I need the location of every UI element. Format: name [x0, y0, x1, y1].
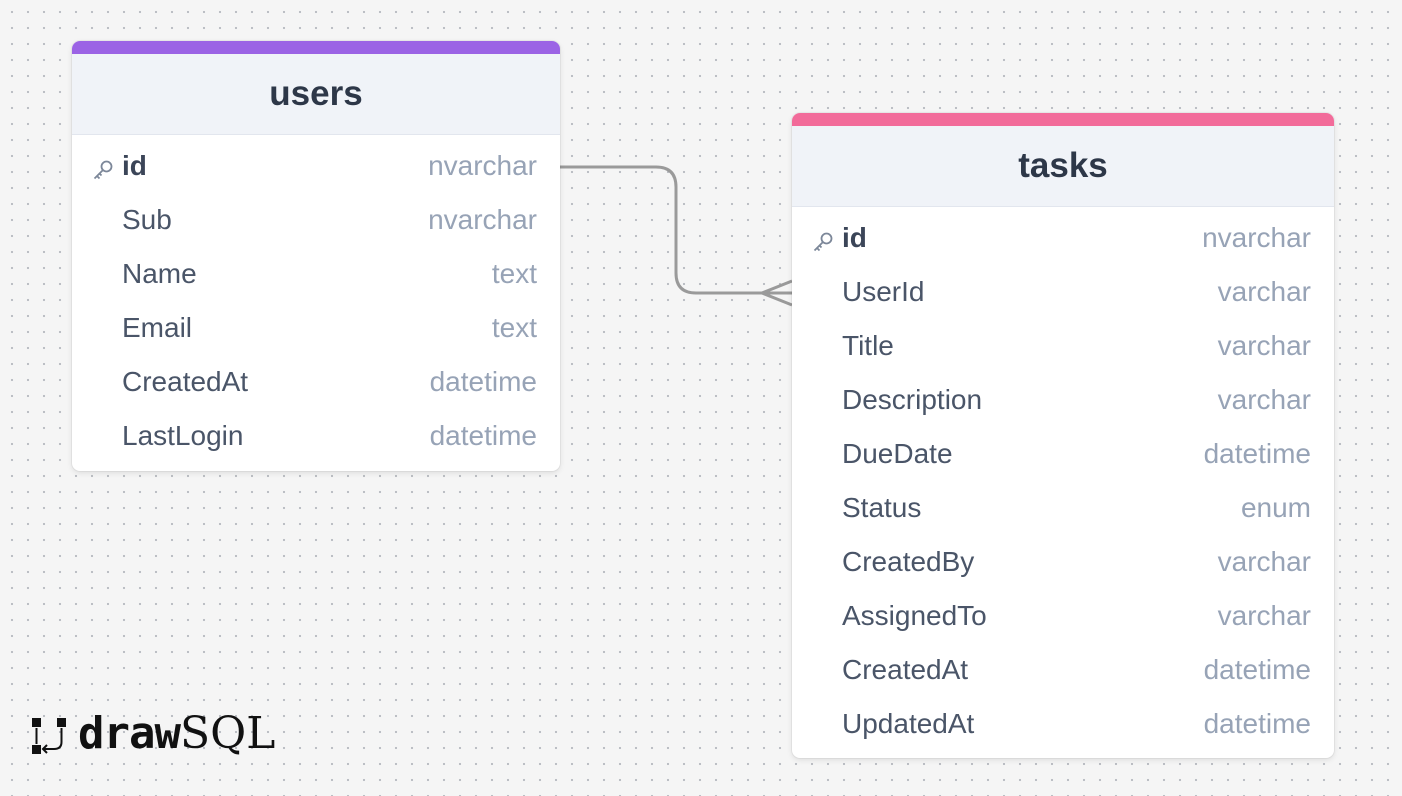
- column-row-users-email[interactable]: Email text: [72, 301, 560, 355]
- column-name: CreatedAt: [842, 654, 969, 685]
- column-type: text: [491, 312, 537, 343]
- column-type: datetime: [1203, 438, 1311, 469]
- table-accent-bar: [792, 113, 1334, 126]
- relationship-line-users-tasks[interactable]: [560, 165, 792, 295]
- crows-foot-many-icon: [761, 279, 793, 307]
- column-name: UpdatedAt: [842, 708, 975, 739]
- column-row-tasks-title[interactable]: Title varchar: [792, 319, 1334, 373]
- column-row-tasks-description[interactable]: Description varchar: [792, 373, 1334, 427]
- column-row-tasks-userid[interactable]: UserId varchar: [792, 265, 1334, 319]
- column-row-users-sub[interactable]: Sub nvarchar: [72, 193, 560, 247]
- primary-key-icon: [92, 156, 114, 180]
- column-row-tasks-duedate[interactable]: DueDate datetime: [792, 427, 1334, 481]
- column-type: nvarchar: [428, 204, 537, 235]
- column-row-users-id[interactable]: id nvarchar: [72, 139, 560, 193]
- column-name: id: [842, 222, 867, 253]
- column-name: AssignedTo: [842, 600, 987, 631]
- column-name: Name: [122, 258, 197, 289]
- column-name: LastLogin: [122, 420, 244, 451]
- column-row-users-name[interactable]: Name text: [72, 247, 560, 301]
- column-name: Email: [122, 312, 193, 343]
- primary-key-icon: [812, 228, 834, 252]
- table-accent-bar: [72, 41, 560, 54]
- column-type: varchar: [1217, 330, 1311, 361]
- table-title[interactable]: tasks: [792, 126, 1334, 207]
- column-name: DueDate: [842, 438, 953, 469]
- logo-text-sql: SQL: [179, 708, 276, 759]
- column-row-tasks-updatedat[interactable]: UpdatedAt datetime: [792, 697, 1334, 751]
- column-row-users-lastlogin[interactable]: LastLogin datetime: [72, 409, 560, 463]
- column-type: nvarchar: [1202, 222, 1311, 253]
- column-type: varchar: [1217, 546, 1311, 577]
- drawsql-logo-icon: [32, 717, 66, 754]
- column-name: Status: [842, 492, 922, 523]
- column-name: Sub: [122, 204, 172, 235]
- column-type: enum: [1240, 492, 1311, 523]
- column-type: varchar: [1217, 384, 1311, 415]
- column-type: datetime: [429, 420, 537, 451]
- column-type: nvarchar: [428, 150, 537, 181]
- column-row-tasks-assignedto[interactable]: AssignedTo varchar: [792, 589, 1334, 643]
- column-name: Description: [842, 384, 983, 415]
- logo-text-draw: draw: [78, 708, 181, 759]
- column-row-tasks-createdby[interactable]: CreatedBy varchar: [792, 535, 1334, 589]
- column-row-tasks-createdat[interactable]: CreatedAt datetime: [792, 643, 1334, 697]
- column-row-tasks-status[interactable]: Status enum: [792, 481, 1334, 535]
- column-name: CreatedBy: [842, 546, 975, 577]
- column-name: CreatedAt: [122, 366, 249, 397]
- column-name: id: [122, 150, 147, 181]
- column-name: Title: [842, 330, 894, 361]
- column-name: UserId: [842, 276, 925, 307]
- column-type: varchar: [1217, 600, 1311, 631]
- column-row-users-createdat[interactable]: CreatedAt datetime: [72, 355, 560, 409]
- column-type: datetime: [429, 366, 537, 397]
- table-title[interactable]: users: [72, 54, 560, 135]
- column-type: datetime: [1203, 708, 1311, 739]
- column-type: datetime: [1203, 654, 1311, 685]
- column-row-tasks-id[interactable]: id nvarchar: [792, 211, 1334, 265]
- column-type: varchar: [1217, 276, 1311, 307]
- column-type: text: [491, 258, 537, 289]
